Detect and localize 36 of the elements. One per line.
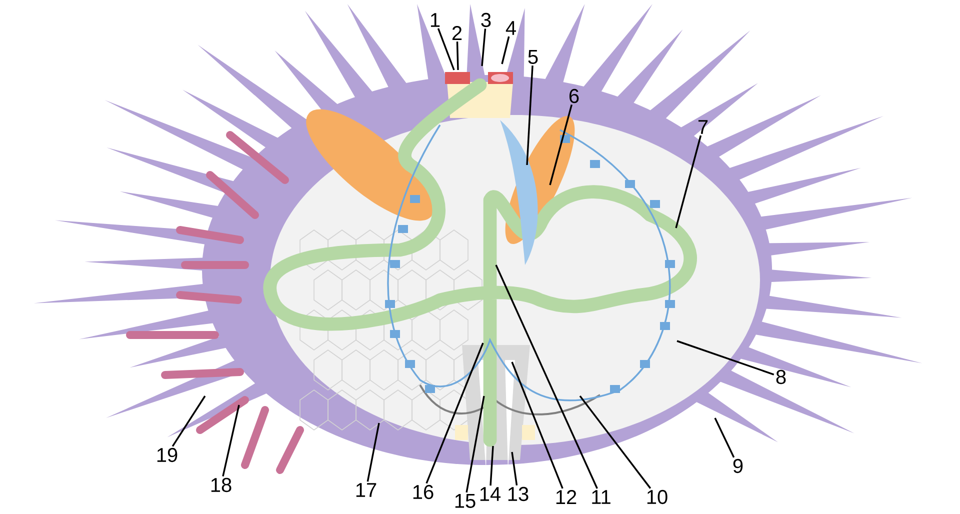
callout-number: 5 — [528, 50, 538, 64]
leader-line — [466, 396, 485, 493]
callout-number: 1 — [430, 13, 440, 27]
callout-number: 18 — [211, 478, 232, 492]
leader-line — [579, 395, 652, 489]
callout-number: 15 — [455, 494, 476, 508]
callout-number: 3 — [481, 12, 491, 28]
callout-number: 12 — [556, 490, 576, 504]
leader-line — [676, 340, 774, 376]
leader-line — [526, 66, 534, 166]
leader-line — [481, 28, 486, 66]
leader-line — [426, 342, 484, 484]
callout-number: 17 — [356, 483, 376, 497]
callout-number: 6 — [569, 88, 579, 104]
callout-number: 4 — [506, 21, 516, 35]
leader-line — [366, 422, 380, 482]
leader-line — [437, 28, 455, 70]
callout-number: 2 — [452, 26, 462, 40]
callout-number: 14 — [480, 487, 501, 501]
callout-number: 10 — [647, 490, 668, 504]
callout-number: 7 — [698, 120, 708, 134]
leader-line — [222, 404, 240, 477]
leader-line — [511, 452, 518, 486]
leader-line — [501, 36, 510, 64]
leader-line — [714, 418, 735, 458]
leader-line — [495, 264, 598, 489]
callout-number: 19 — [157, 448, 178, 462]
leader-line — [490, 446, 494, 486]
callout-number: 16 — [413, 484, 434, 500]
callout-number: 9 — [733, 458, 743, 474]
callout-number: 11 — [592, 490, 610, 504]
callout-number: 13 — [508, 486, 528, 502]
leader-line — [511, 362, 564, 489]
leader-line — [456, 42, 459, 70]
leader-line — [172, 396, 206, 447]
callout-number: 8 — [776, 370, 786, 384]
